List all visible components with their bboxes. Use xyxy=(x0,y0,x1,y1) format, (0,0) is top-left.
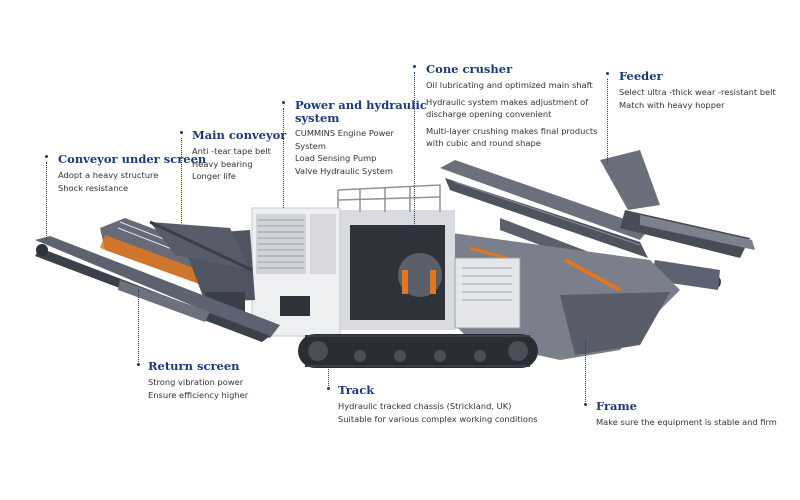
callout-title: system xyxy=(295,111,340,125)
callout-title: Power and hydraulic xyxy=(295,98,427,112)
main-conveyor xyxy=(149,220,253,272)
callout-frame: Frame Make sure the equipment is stable … xyxy=(596,400,777,429)
callout-line: Multi-layer crushing makes final product… xyxy=(426,125,598,136)
callout-line: CUMMINS Engine Power xyxy=(295,128,394,138)
callout-title: Main conveyor xyxy=(192,128,287,142)
callout-line: Match with heavy hopper xyxy=(619,99,725,110)
callout-line: discharge opening convenient xyxy=(426,109,552,120)
callout-title: Feeder xyxy=(619,69,663,83)
callout-line: Load Sensing Pump xyxy=(295,153,377,164)
callout-line: Oil lubricating and optimized main shaft xyxy=(426,80,593,90)
callout-line: Strong vibration power xyxy=(148,377,244,387)
callout-line: Select ultra -thick wear -resistant belt xyxy=(619,87,776,97)
main-conveyor-marker xyxy=(180,131,183,134)
callout-feeder: Feeder Select ultra -thick wear -resista… xyxy=(619,70,776,111)
cone-crusher-body xyxy=(335,184,521,330)
track-leader xyxy=(328,366,330,386)
callout-title: Return screen xyxy=(148,359,240,373)
conveyor-under-screen-leader xyxy=(46,162,48,240)
callout-line: Hydraulic tracked chassis (Strickland, U… xyxy=(338,401,512,411)
main-conveyor-leader xyxy=(181,138,183,223)
crawler-track xyxy=(298,334,538,368)
cone-crusher-marker xyxy=(413,65,416,68)
callout-line: Hydraulic system makes adjustment of xyxy=(426,96,589,107)
callout-title: Track xyxy=(338,383,375,397)
conveyor-under-screen-marker xyxy=(45,155,48,158)
callout-track: Track Hydraulic tracked chassis (Strickl… xyxy=(338,384,538,425)
callout-main-conveyor: Main conveyor Anti -tear tape belt Heavy… xyxy=(192,129,286,183)
power-hydraulic-marker xyxy=(282,101,285,104)
feeder-leader xyxy=(607,79,609,164)
callout-line: Valve Hydraulic System xyxy=(295,165,393,176)
callout-line: Ensure efficiency higher xyxy=(148,389,249,400)
feeder-marker xyxy=(606,72,609,75)
callout-cone-crusher: Cone crusher Oil lubricating and optimiz… xyxy=(426,63,598,150)
return-screen-leader xyxy=(138,290,140,362)
callout-line: Suitable for various complex working con… xyxy=(338,413,538,424)
callout-title: Frame xyxy=(596,399,637,413)
callout-power-hydraulic: Power and hydraulic system CUMMINS Engin… xyxy=(295,99,427,177)
track-marker xyxy=(327,387,330,390)
callout-line: System xyxy=(295,140,326,151)
callout-line: with cubic and round shape xyxy=(426,138,541,149)
power-unit xyxy=(251,207,341,337)
frame-leader xyxy=(585,340,587,402)
callout-return-screen: Return screen Strong vibration power Ens… xyxy=(148,360,248,401)
callout-line: Heavy bearing xyxy=(192,158,253,169)
callout-line: Shock resistance xyxy=(58,182,129,193)
callout-title: Cone crusher xyxy=(426,62,513,76)
frame-marker xyxy=(584,403,587,406)
conveyor-under-screen xyxy=(35,236,280,342)
callout-conveyor-under-screen: Conveyor under screen Adopt a heavy stru… xyxy=(58,153,206,194)
cone-crusher-leader xyxy=(414,72,416,232)
power-hydraulic-leader xyxy=(283,108,285,208)
callout-line: Anti -tear tape belt xyxy=(192,146,271,156)
callout-line: Make sure the equipment is stable and fi… xyxy=(596,417,777,427)
callout-line: Adopt a heavy structure xyxy=(58,170,159,180)
callout-title: Conveyor under screen xyxy=(58,152,207,166)
return-screen-marker xyxy=(137,363,140,366)
callout-line: Longer life xyxy=(192,171,236,182)
